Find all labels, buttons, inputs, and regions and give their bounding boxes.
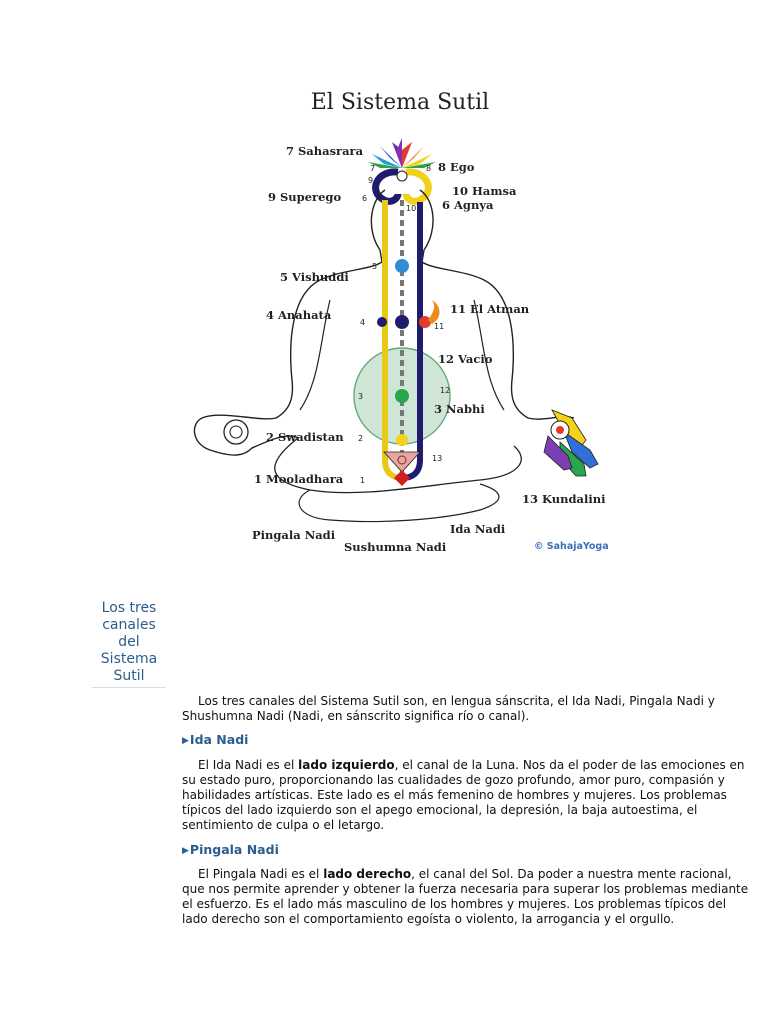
pingala-line-2: que nos permite aprender y obtener la fu… <box>182 882 749 897</box>
num-4: 4 <box>360 318 366 327</box>
label-vishuddi: 5 Vishuddi <box>280 270 349 284</box>
nabhi-chakra-icon <box>395 389 409 403</box>
num-13: 13 <box>432 454 443 463</box>
label-vacio: 12 Vacio <box>438 352 493 366</box>
num-10: 10 <box>406 204 417 213</box>
label-agnya: 6 Agnya <box>442 198 494 212</box>
intro-line-2: Shushumna Nadi (Nadi, en sánscrito signi… <box>182 709 530 724</box>
mooladhara-chakra-icon <box>394 470 410 486</box>
num-9: 9 <box>368 176 374 185</box>
num-8: 8 <box>426 164 432 173</box>
arrow-right-icon: ▶ <box>182 736 189 747</box>
label-mooladhara: 1 Mooladhara <box>254 472 344 486</box>
ida-paragraph: El Ida Nadi es el lado izquierdo, el can… <box>182 758 768 834</box>
pingala-paragraph: El Pingala Nadi es el lado derecho, el c… <box>182 867 768 928</box>
pingala-nadi-heading-label: Pingala Nadi <box>189 841 279 857</box>
ida-line-1c: , el canal de la Luna. Nos da el poder d… <box>394 757 745 772</box>
label-sushumna: Sushumna Nadi <box>344 540 447 554</box>
ida-nadi-heading[interactable]: ▶Ida Nadi <box>182 732 768 749</box>
num-11: 11 <box>434 322 445 331</box>
figure-title: El Sistema Sutil <box>310 90 490 115</box>
num-12: 12 <box>440 386 451 395</box>
ida-line-4: típicos del lado izquierdo son el apego … <box>182 803 698 818</box>
meditating-figure-drawing <box>193 138 599 523</box>
ida-line-5: sentimiento de culpa o el letargo. <box>182 818 385 833</box>
pingala-line-3: el esfuerzo. Es el lado más masculino de… <box>182 897 727 912</box>
intro-paragraph: Los tres canales del Sistema Sutil son, … <box>182 694 768 724</box>
swadistan-chakra-icon <box>396 434 408 446</box>
vishuddi-chakra-icon <box>395 259 409 273</box>
subtle-system-figure: El Sistema Sutil <box>180 80 620 560</box>
pingala-line-1a: El Pingala Nadi es el <box>198 866 324 881</box>
label-ego: 8 Ego <box>438 160 475 174</box>
ida-line-3: habilidades artísticas. Este lado es el … <box>182 788 727 803</box>
anahata-chakra-icon <box>395 315 409 329</box>
ida-line-1a: El Ida Nadi es el <box>198 757 299 772</box>
ida-line-2: su estado puro, proporcionando las cuali… <box>182 772 725 787</box>
pingala-line-4: lado derecho son el comportamiento egoís… <box>182 912 675 927</box>
pingala-nadi-heading[interactable]: ▶Pingala Nadi <box>182 842 768 859</box>
ida-left-side-bold: lado izquierdo <box>298 757 395 772</box>
ida-nadi-heading-label: Ida Nadi <box>189 732 249 748</box>
side-heading: Los tres canales del Sistema Sutil <box>92 600 166 688</box>
label-atman: 11 El Atman <box>450 302 530 316</box>
pingala-right-side-bold: lado derecho <box>323 866 412 881</box>
intro-line-1: Los tres canales del Sistema Sutil son, … <box>198 694 715 708</box>
label-kundalini: 13 Kundalini <box>522 492 606 506</box>
sahasrara-lotus-icon <box>368 138 436 168</box>
pingala-line-1c: , el canal del Sol. Da poder a nuestra m… <box>411 866 732 881</box>
label-anahata: 4 Anahata <box>266 308 332 322</box>
num-2: 2 <box>358 434 364 443</box>
copyright-text: © SahajaYoga <box>534 541 609 552</box>
label-pingala: Pingala Nadi <box>252 528 336 542</box>
label-superego: 9 Superego <box>268 190 342 204</box>
label-ida: Ida Nadi <box>450 522 506 536</box>
num-3: 3 <box>358 392 364 401</box>
arrow-right-icon: ▶ <box>182 845 189 856</box>
num-1: 1 <box>360 476 366 485</box>
num-6: 6 <box>362 194 368 203</box>
kundalini-triangle-icon <box>383 451 421 473</box>
label-hamsa: 10 Hamsa <box>452 184 517 198</box>
num-7: 7 <box>370 164 376 173</box>
label-nabhi: 3 Nabhi <box>434 402 485 416</box>
label-sahasrara: 7 Sahasrara <box>286 144 364 158</box>
label-swadistan: 2 Swadistan <box>266 430 344 444</box>
right-hand-colored-icon <box>543 409 599 477</box>
num-5: 5 <box>372 262 378 271</box>
article-content: Los tres canales del Sistema Sutil son, … <box>182 694 768 936</box>
